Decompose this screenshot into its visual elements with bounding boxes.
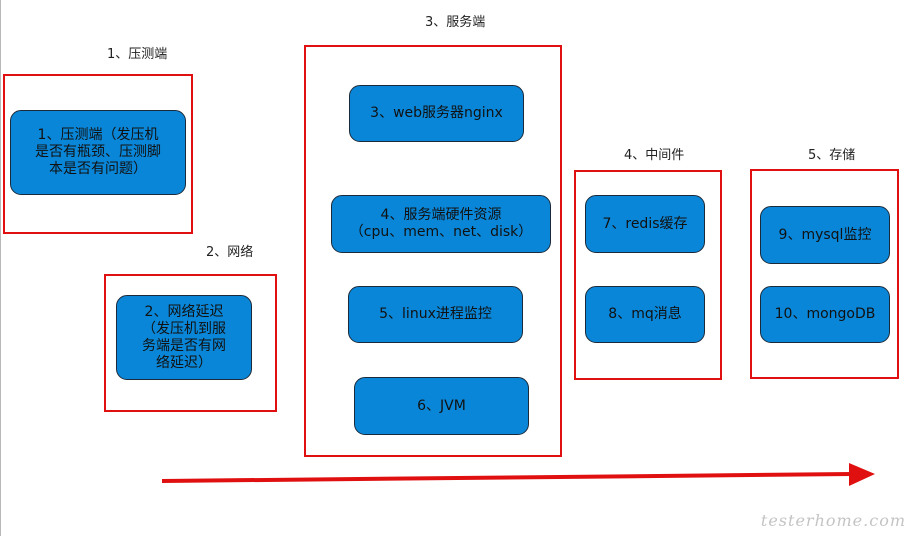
section-label-storage: 5、存储 xyxy=(808,148,856,163)
flow-arrow-head xyxy=(849,463,875,486)
section-label-middleware: 4、中间件 xyxy=(624,148,685,163)
node-web-server-nginx[interactable]: 3、web服务器nginx xyxy=(349,85,524,142)
frame-storage xyxy=(750,169,899,379)
node-network-latency[interactable]: 2、网络延迟 （发压机到服 务端是否有网 络延迟） xyxy=(116,295,252,380)
flow-arrow-shaft xyxy=(161,472,853,483)
node-linux-process-monitor[interactable]: 5、linux进程监控 xyxy=(348,286,523,343)
node-load-generator[interactable]: 1、压测端（发压机 是否有瓶颈、压测脚 本是否有问题） xyxy=(10,110,186,195)
node-mq-message[interactable]: 8、mq消息 xyxy=(585,286,705,343)
frame-network xyxy=(104,274,277,412)
watermark: testerhome.com xyxy=(760,511,906,530)
node-mysql-monitor[interactable]: 9、mysql监控 xyxy=(760,206,890,264)
node-server-hardware[interactable]: 4、服务端硬件资源 （cpu、mem、net、disk） xyxy=(331,195,551,253)
section-label-network: 2、网络 xyxy=(206,245,254,260)
frame-middleware xyxy=(574,170,722,380)
node-redis-cache[interactable]: 7、redis缓存 xyxy=(585,195,705,253)
node-jvm[interactable]: 6、JVM xyxy=(354,377,529,435)
section-label-load-generator: 1、压测端 xyxy=(107,47,168,62)
page-left-border xyxy=(0,0,1,536)
frame-load-generator xyxy=(3,74,193,234)
frame-server xyxy=(304,45,562,457)
node-mongodb[interactable]: 10、mongoDB xyxy=(760,286,890,343)
section-label-server: 3、服务端 xyxy=(425,15,486,30)
